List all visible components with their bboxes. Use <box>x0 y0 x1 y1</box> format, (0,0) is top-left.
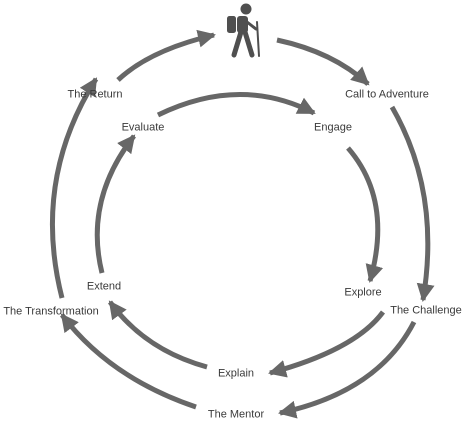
label-call-to-adventure: Call to Adventure <box>345 88 429 101</box>
outer-arrow-bottom-right <box>278 320 417 419</box>
outer-arrow-top-right <box>276 37 370 86</box>
label-extend: Extend <box>86 280 122 293</box>
outer-cycle-arrows <box>49 29 435 419</box>
outer-arrow-bottom-left <box>60 313 197 410</box>
inner-arrow-left <box>94 134 136 274</box>
label-engage: Engage <box>314 121 352 134</box>
label-the-return: The Return <box>67 88 123 101</box>
hiker-icon <box>227 3 260 58</box>
inner-arrow-top <box>156 92 316 118</box>
outer-arrow-left <box>49 77 99 299</box>
outer-arrow-right <box>389 105 435 302</box>
label-the-mentor: The Mentor <box>207 408 265 421</box>
inner-arrow-right <box>346 146 384 283</box>
inner-arrow-bottom-right <box>268 310 386 378</box>
label-the-challenge: The Challenge <box>390 304 462 317</box>
inner-arrow-bottom-left <box>107 300 208 370</box>
outer-arrow-top-left <box>116 29 216 82</box>
label-explore: Explore <box>344 286 382 299</box>
label-explain: Explain <box>217 367 255 380</box>
label-the-transformation: The Transformation <box>3 305 99 318</box>
label-evaluate: Evaluate <box>121 121 165 134</box>
inner-cycle-arrows <box>94 92 386 378</box>
